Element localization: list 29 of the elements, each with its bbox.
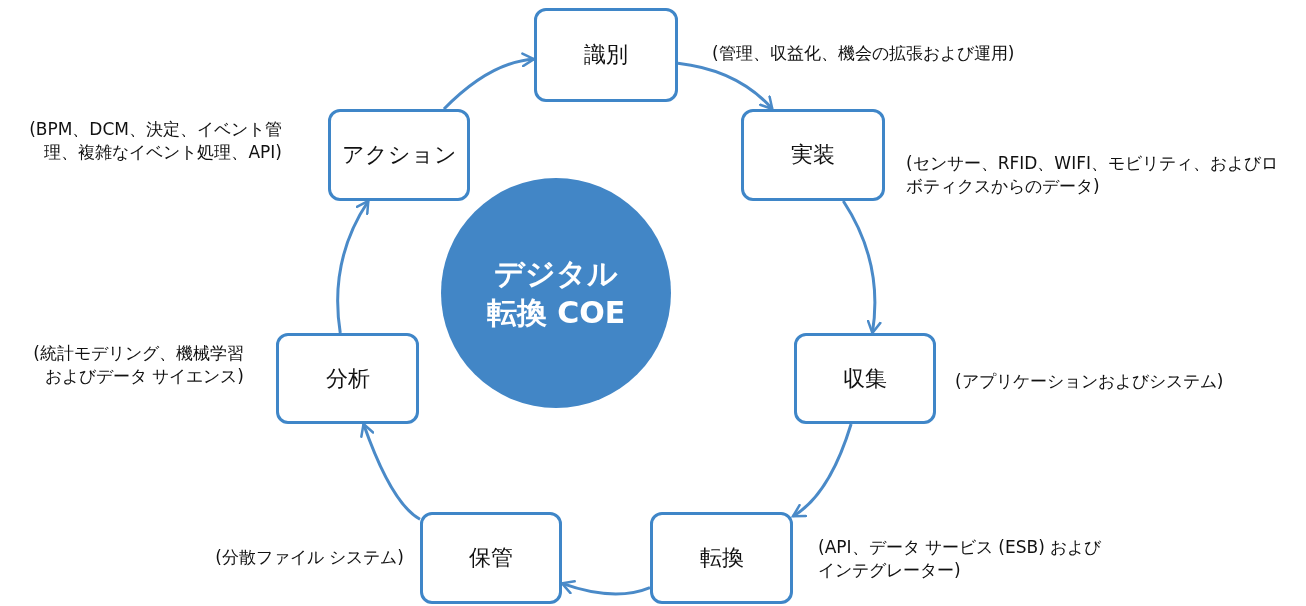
step-box [741,109,885,201]
arrow [677,61,774,111]
description-text: (統計モデリング、機械学習およびデータ サイエンス) [32,342,244,388]
step-box [420,512,562,604]
step-label: 分析 [325,364,370,393]
step-label: アクション [341,141,457,169]
description-text: (分散ファイル システム) [214,546,404,569]
description-text: (API、データ サービス (ESB) およびインテグレーター) [818,536,1103,582]
arrow [336,199,370,334]
arrow [791,423,853,518]
step-label: 転換 [699,544,744,572]
step-label: 収集 [843,364,887,393]
description-text: (センサー、RFID、WIFI、モビリティ、およびロボティクスからのデータ) [906,152,1279,198]
step-label: 保管 [469,544,513,572]
step-box [276,333,419,424]
step-box [650,512,793,604]
description-text: (BPM、DCM、決定、イベント管理、複雑なイベント処理、API) [28,118,282,164]
arrow [842,200,882,335]
step-label: 実装 [791,141,835,169]
step-label: 識別 [584,41,628,69]
arrow [442,52,536,111]
step-box [534,8,678,102]
arrow [560,579,651,596]
step-box [328,109,470,201]
description-text: (アプリケーションおよびシステム) [955,370,1225,393]
description-text: (管理、収益化、機会の拡張および運用) [712,42,1016,65]
step-box [794,333,936,424]
hub-label: デジタル転換 COE [485,255,627,332]
arrow [360,422,421,521]
